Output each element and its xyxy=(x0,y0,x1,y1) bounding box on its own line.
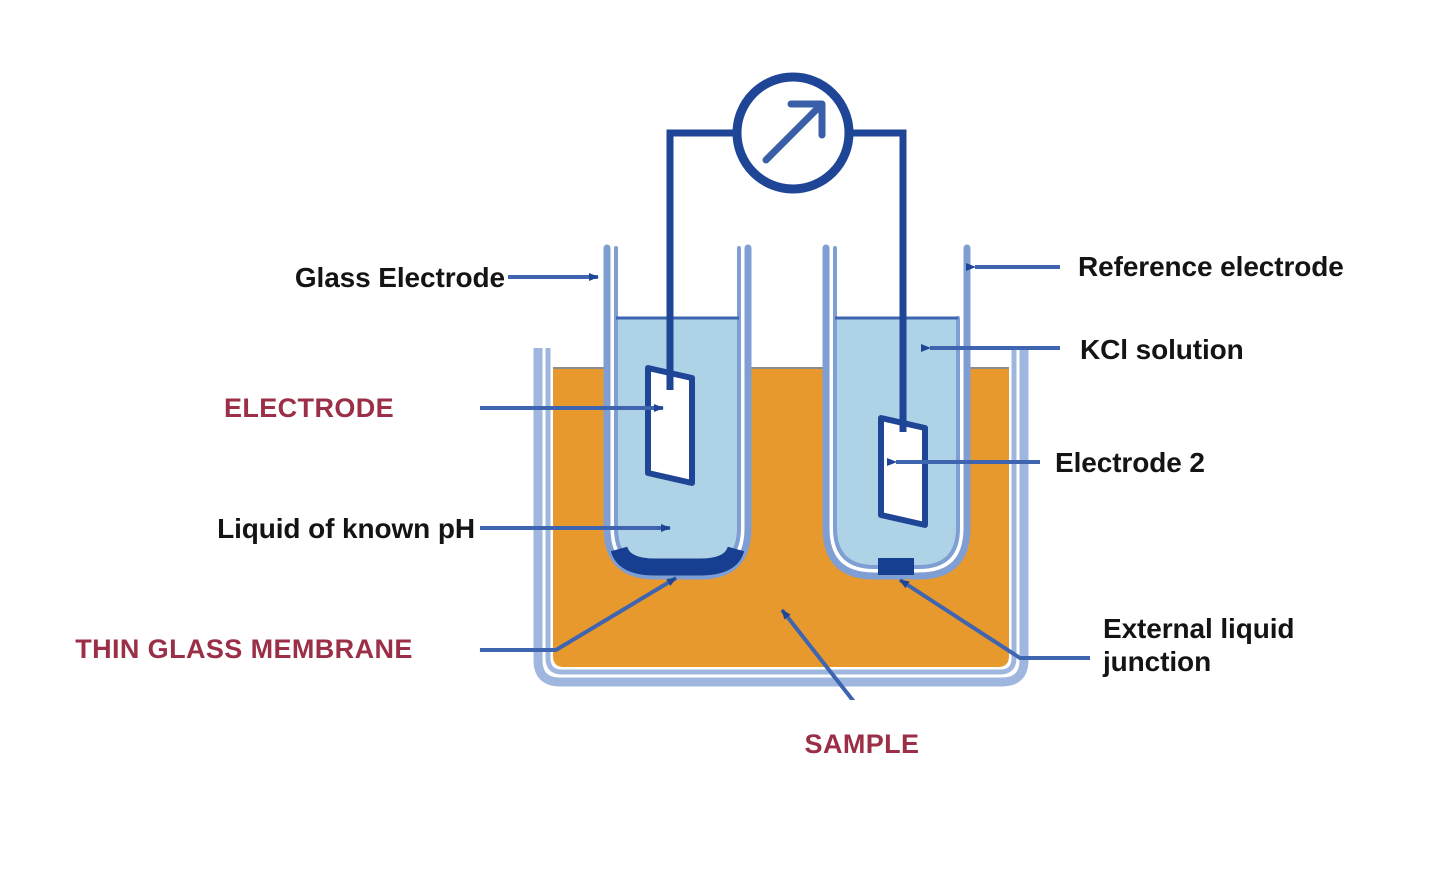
callout-electrode[interactable]: ELECTRODE xyxy=(139,366,479,450)
leader-thin-glass-membrane xyxy=(478,576,678,652)
label-liquid-known-ph: Liquid of known pH xyxy=(217,513,475,544)
leader-lines xyxy=(478,263,1090,714)
circuit-wiring xyxy=(666,129,907,432)
callout-thin-glass-membrane[interactable]: THIN GLASS MEMBRANE xyxy=(8,605,480,693)
label-reference-electrode: Reference electrode xyxy=(1078,251,1344,282)
callout-electrode-label: ELECTRODE xyxy=(223,392,395,423)
label-glass-electrode: Glass Electrode xyxy=(294,262,505,293)
meter-gauge[interactable] xyxy=(732,72,854,194)
leader-external-liquid-junction xyxy=(898,578,1090,660)
label-electrode-2: Electrode 2 xyxy=(1055,447,1205,478)
thin-glass-membrane-shape xyxy=(610,545,745,576)
callout-sample[interactable]: SAMPLE xyxy=(692,700,1032,788)
callout-sample-label: SAMPLE xyxy=(804,728,920,759)
callout-thin-glass-membrane-label: THIN GLASS MEMBRANE xyxy=(75,633,413,664)
leader-sample xyxy=(780,608,864,714)
reference-electrode-tube xyxy=(822,244,971,580)
electrode-plate-left xyxy=(645,365,695,486)
diagonal-arrow-up-right-icon xyxy=(762,100,826,164)
label-kcl-solution: KCl solution xyxy=(1080,334,1244,365)
label-external-liquid-junction: External liquid junction xyxy=(1103,613,1295,678)
beaker-vessel xyxy=(533,348,1029,687)
external-liquid-junction-shape xyxy=(878,558,914,575)
electrode-plate-right xyxy=(878,415,928,528)
